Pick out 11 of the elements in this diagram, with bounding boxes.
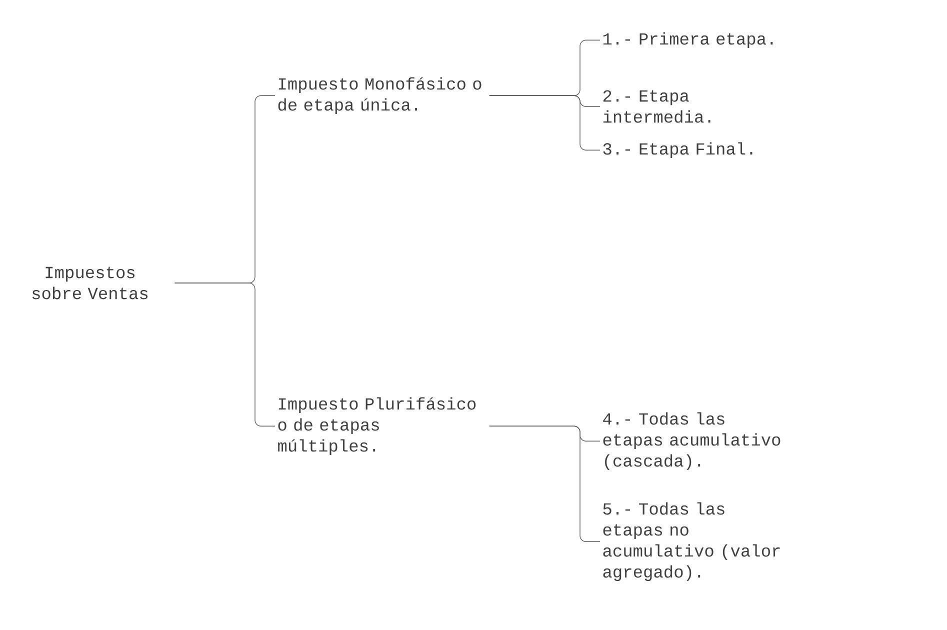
text-label: Impuesto Monofásico o de etapa única. xyxy=(278,77,482,114)
text-label: 1.- Primera etapa. xyxy=(603,32,773,48)
text-label: 2.- Etapa intermedia. xyxy=(603,90,710,123)
text-label: 5.- Todas las etapas no acumulativo (valor agregado). xyxy=(603,502,780,582)
text-label: 4.- Todas las etapas acumulativo (cascada). xyxy=(603,412,780,470)
brace-line xyxy=(489,95,600,150)
text-label: Impuestos sobre Ventas xyxy=(32,266,148,300)
brace-line xyxy=(174,282,276,426)
brace-line xyxy=(489,426,600,542)
text-label: 3.- Etapa Final. xyxy=(603,142,752,158)
text-label: Impuesto Plurifásico o de etapas múltiples. xyxy=(278,397,476,456)
